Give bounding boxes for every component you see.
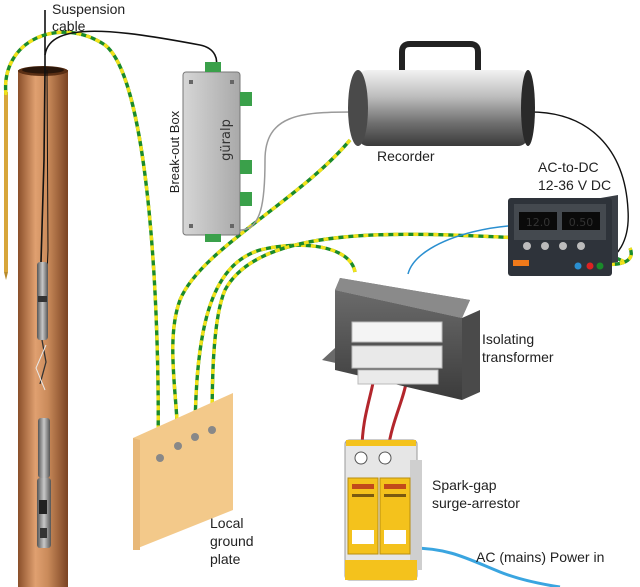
isolating-transformer bbox=[322, 278, 480, 400]
suspension-label-line2: cable bbox=[52, 18, 86, 34]
acdc-label-line1: AC-to-DC bbox=[538, 159, 599, 175]
acdc-label-line2: 12-36 V DC bbox=[538, 177, 611, 193]
ground-rod bbox=[4, 92, 8, 280]
transformer-label-line2: transformer bbox=[482, 349, 554, 365]
ground-label-line2: ground bbox=[210, 533, 254, 549]
borehole-sensor-upper bbox=[35, 262, 48, 391]
surge-arrestor bbox=[344, 439, 422, 581]
suspension-label-line1: Suspension bbox=[52, 1, 125, 17]
breakout-box: güralp bbox=[182, 62, 252, 242]
ac-power-label: AC (mains) Power in bbox=[476, 549, 604, 565]
breakout-brand: güralp bbox=[219, 119, 234, 161]
transformer-label-line1: Isolating bbox=[482, 331, 534, 347]
borehole-sensor-lower bbox=[37, 418, 51, 548]
ground-label-line1: Local bbox=[210, 515, 243, 531]
power-supply: 12.0 0.50 bbox=[508, 195, 618, 276]
ground-label-line3: plate bbox=[210, 551, 241, 567]
breakout-box-label: Break-out Box bbox=[167, 110, 182, 193]
spark-label-line2: surge-arrestor bbox=[432, 495, 520, 511]
recorder-label: Recorder bbox=[377, 148, 435, 164]
spark-label-line1: Spark-gap bbox=[432, 477, 497, 493]
earth-cables bbox=[3, 30, 633, 451]
psu-current-display: 0.50 bbox=[569, 216, 594, 229]
ground-plate bbox=[133, 393, 233, 550]
recorder bbox=[348, 41, 535, 146]
psu-voltage-display: 12.0 bbox=[526, 216, 551, 229]
